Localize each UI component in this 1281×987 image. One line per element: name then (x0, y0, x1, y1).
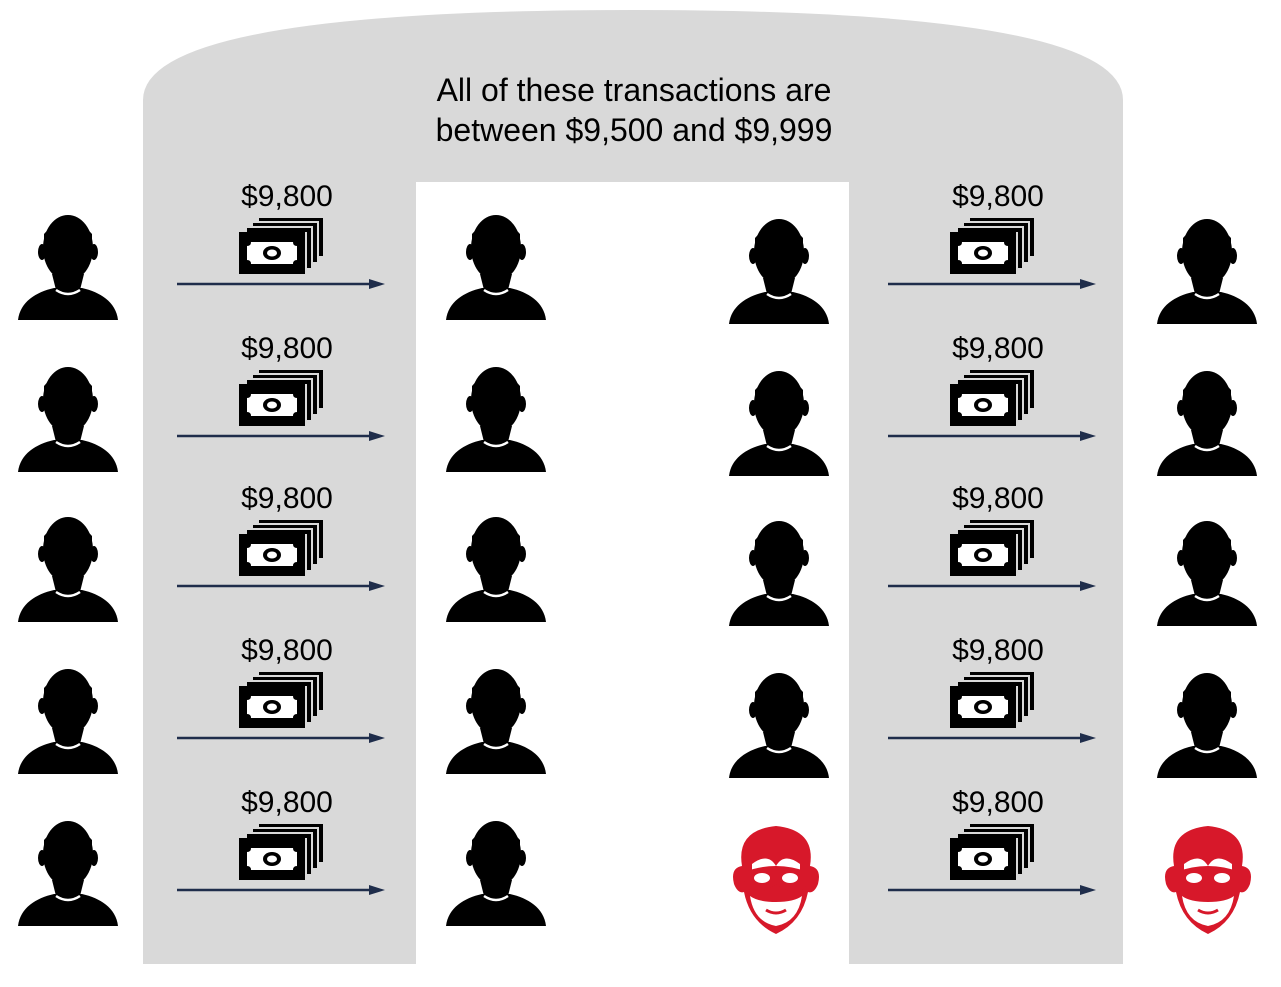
left-transaction: $9,800 (177, 786, 385, 895)
transaction-band (143, 10, 1123, 964)
amount-label: $9,800 (241, 786, 333, 819)
left-row: $9,800 (16, 180, 548, 322)
sender-person-icon (727, 519, 831, 628)
masked-criminal-icon (733, 826, 819, 934)
sender-person-icon (727, 369, 831, 478)
amount-label: $9,800 (241, 332, 333, 365)
arrow-head (1080, 431, 1096, 441)
receiver-person-icon (1155, 671, 1259, 780)
arrow-head (369, 581, 385, 591)
left-row: $9,800 (16, 786, 548, 928)
amount-label: $9,800 (241, 482, 333, 515)
arrow-head (369, 733, 385, 743)
amount-label: $9,800 (952, 482, 1044, 515)
right-row: $9,800 (727, 332, 1259, 478)
left-transaction: $9,800 (177, 332, 385, 441)
right-transaction: $9,800 (888, 786, 1096, 895)
arrow-head (1080, 885, 1096, 895)
arrow-head (369, 279, 385, 289)
amount-label: $9,800 (241, 634, 333, 667)
amount-label: $9,800 (241, 180, 333, 213)
left-row: $9,800 (16, 482, 548, 624)
sender-person-icon (16, 819, 120, 928)
left-row: $9,800 (16, 634, 548, 776)
receiver-person-icon (444, 819, 548, 928)
amount-label: $9,800 (952, 332, 1044, 365)
receiver-person-icon (444, 365, 548, 474)
sender-person-icon (16, 667, 120, 776)
right-transaction: $9,800 (888, 180, 1096, 289)
receiver-person-icon (1155, 217, 1259, 326)
arrow-head (1080, 733, 1096, 743)
amount-label: $9,800 (952, 634, 1044, 667)
receiver-person-icon (1155, 369, 1259, 478)
amount-label: $9,800 (952, 180, 1044, 213)
sender-person-icon (16, 213, 120, 322)
arrow-head (1080, 279, 1096, 289)
masked-criminal-icon (1165, 826, 1251, 934)
transaction-rows: $9,800 $9,800 $9,800 $9,800 $9,800 $9,800 $9,8… (16, 180, 1259, 934)
caption-line-2: between $9,500 and $9,999 (436, 112, 833, 148)
caption-line-1: All of these transactions are (437, 72, 832, 108)
receiver-person-icon (444, 213, 548, 322)
amount-label: $9,800 (952, 786, 1044, 819)
receiver-person-icon (1155, 519, 1259, 628)
arrow-head (369, 431, 385, 441)
sender-person-icon (727, 671, 831, 780)
right-transaction: $9,800 (888, 332, 1096, 441)
right-row: $9,800 (727, 482, 1259, 628)
sender-person-icon (16, 365, 120, 474)
sender-person-icon (16, 515, 120, 624)
left-transaction: $9,800 (177, 482, 385, 591)
left-transaction: $9,800 (177, 180, 385, 289)
arrow-head (1080, 581, 1096, 591)
left-transaction: $9,800 (177, 634, 385, 743)
sender-person-icon (727, 217, 831, 326)
receiver-person-icon (444, 515, 548, 624)
right-row: $9,800 (733, 786, 1251, 934)
right-transaction: $9,800 (888, 634, 1096, 743)
right-row: $9,800 (727, 180, 1259, 326)
right-transaction: $9,800 (888, 482, 1096, 591)
left-row: $9,800 (16, 332, 548, 474)
right-row: $9,800 (727, 634, 1259, 780)
receiver-person-icon (444, 667, 548, 776)
arrow-head (369, 885, 385, 895)
